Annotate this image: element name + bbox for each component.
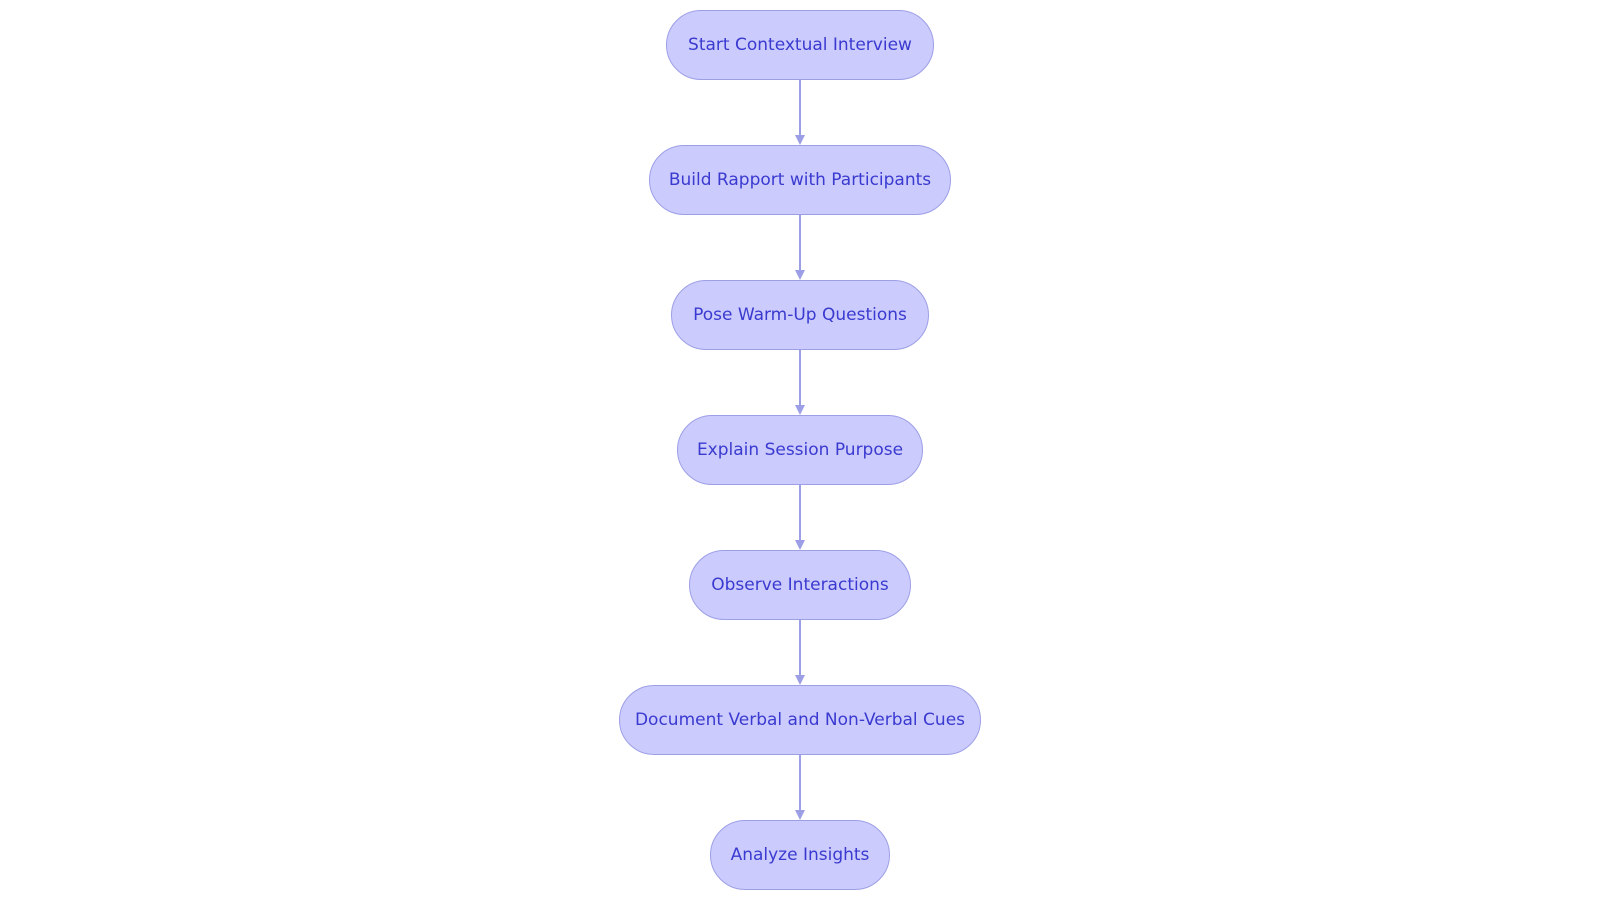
node-explain-session-purpose[interactable]: Explain Session Purpose	[677, 415, 923, 485]
node-label: Document Verbal and Non-Verbal Cues	[634, 710, 966, 730]
node-label: Build Rapport with Participants	[668, 170, 932, 190]
node-document-cues[interactable]: Document Verbal and Non-Verbal Cues	[619, 685, 981, 755]
node-observe-interactions[interactable]: Observe Interactions	[689, 550, 911, 620]
node-label: Analyze Insights	[730, 845, 870, 865]
node-label: Observe Interactions	[711, 575, 889, 595]
node-label: Start Contextual Interview	[688, 35, 912, 55]
node-analyze-insights[interactable]: Analyze Insights	[710, 820, 890, 890]
node-label: Explain Session Purpose	[696, 440, 904, 460]
node-label: Pose Warm-Up Questions	[693, 305, 907, 325]
node-pose-warm-up-questions[interactable]: Pose Warm-Up Questions	[671, 280, 929, 350]
node-build-rapport[interactable]: Build Rapport with Participants	[649, 145, 951, 215]
node-start-contextual-interview[interactable]: Start Contextual Interview	[666, 10, 934, 80]
